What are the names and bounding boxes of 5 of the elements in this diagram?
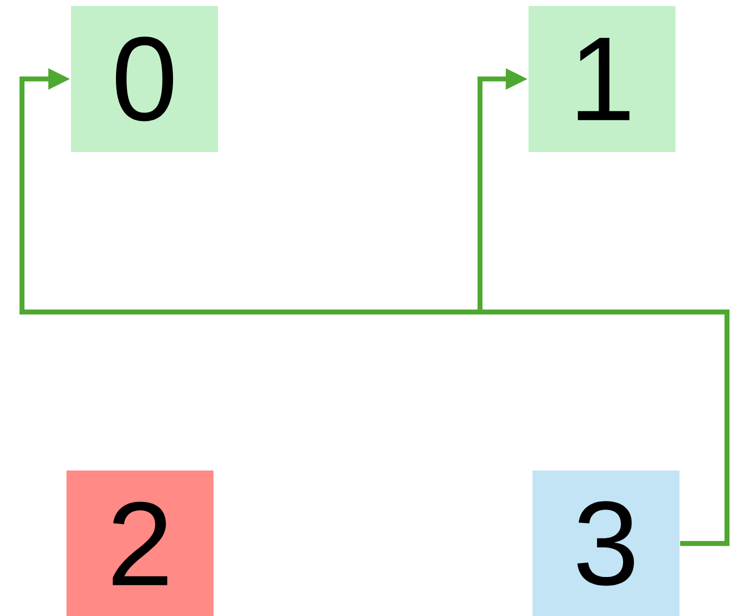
number-box: 0 (71, 6, 218, 152)
number-box: 3 (532, 470, 680, 616)
arrow (478, 68, 730, 546)
number-box: 2 (66, 470, 214, 616)
number-box: 1 (528, 6, 676, 152)
